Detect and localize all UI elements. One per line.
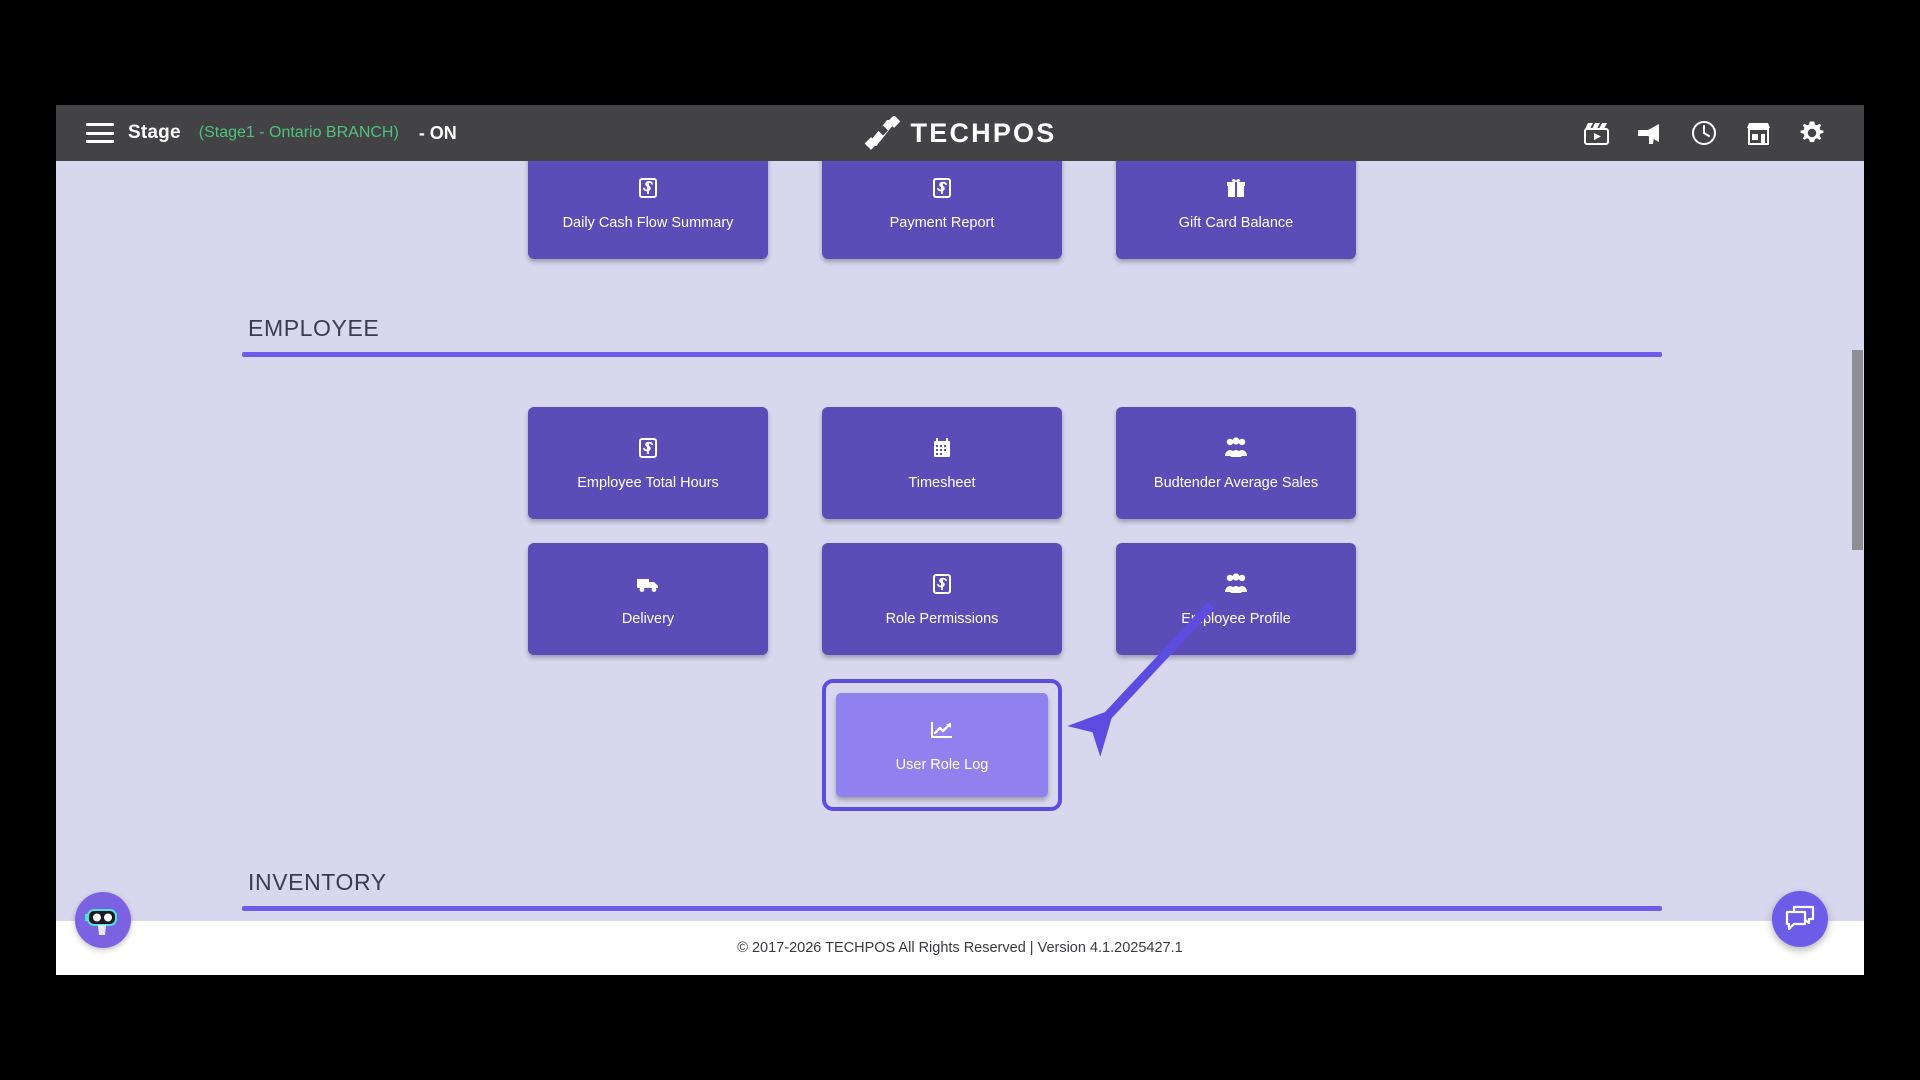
stage-label: Stage (128, 122, 181, 143)
vertical-scrollbar-thumb[interactable] (1852, 350, 1863, 550)
users-icon (1224, 571, 1248, 597)
money-bill-icon (930, 571, 954, 597)
calendar-icon (932, 435, 952, 461)
tile-user-role-log[interactable]: User Role Log (836, 693, 1048, 797)
tile-label: User Role Log (895, 756, 989, 773)
clapperboard-icon[interactable] (1582, 119, 1610, 147)
top-navigation-bar: Stage (Stage1 - Ontario BRANCH) - ON TEC… (56, 105, 1864, 161)
tile-gift-card-balance[interactable]: Gift Card Balance (1116, 161, 1356, 259)
section-title: EMPLOYEE (248, 315, 380, 341)
chat-button[interactable] (1772, 891, 1828, 947)
section-divider (242, 906, 1662, 911)
section-divider (242, 352, 1662, 357)
page-scroll-area[interactable]: Daily Cash Flow Summary Payment Report (56, 161, 1864, 921)
province-label: - ON (418, 122, 457, 143)
store-icon[interactable] (1744, 119, 1772, 147)
tile-label: Delivery (621, 610, 675, 627)
tile-grid-employee: Employee Total Hours (522, 407, 1362, 811)
tile-label: Gift Card Balance (1178, 214, 1294, 231)
money-bill-icon (636, 175, 660, 201)
section-header-employee: EMPLOYEE (232, 311, 1662, 357)
logo-text: TECHPOS (910, 117, 1057, 148)
dashboard-content: Daily Cash Flow Summary Payment Report (56, 161, 1828, 921)
tile-daily-cash-flow-summary[interactable]: Daily Cash Flow Summary (528, 161, 768, 259)
tile-label: Timesheet (908, 474, 976, 491)
tile-user-role-log-focus-ring: User Role Log (822, 679, 1062, 811)
tile-label: Employee Total Hours (577, 474, 719, 491)
section-header-inventory: INVENTORY (232, 865, 1662, 911)
tile-label: Employee Profile (1181, 610, 1291, 627)
tile-role-permissions[interactable]: Role Permissions (822, 543, 1062, 655)
topbar-icon-group (1582, 119, 1826, 147)
tile-employee-total-hours[interactable]: Employee Total Hours (528, 407, 768, 519)
truck-icon (636, 571, 660, 597)
tile-delivery[interactable]: Delivery (528, 543, 768, 655)
application-window: Stage (Stage1 - Ontario BRANCH) - ON TEC… (56, 105, 1864, 975)
bot-assistant-button[interactable] (75, 892, 131, 948)
tile-budtender-average-sales[interactable]: Budtender Average Sales (1116, 407, 1356, 519)
tile-label: Daily Cash Flow Summary (562, 214, 734, 231)
money-bill-icon (636, 435, 660, 461)
techpos-mark-icon (864, 116, 901, 150)
tile-label: Role Permissions (885, 610, 999, 627)
chat-bubbles-icon (1785, 905, 1815, 931)
chart-line-icon (930, 717, 954, 743)
tile-label: Payment Report (889, 214, 995, 231)
megaphone-icon[interactable] (1636, 119, 1664, 147)
footer-copyright-text: © 2017-2026 TECHPOS All Rights Reserved … (737, 940, 1183, 956)
branch-label: (Stage1 - Ontario BRANCH) (198, 124, 399, 141)
topbar-left-group: Stage (Stage1 - Ontario BRANCH) - ON (86, 122, 457, 144)
users-icon (1224, 435, 1248, 461)
app-logo[interactable]: TECHPOS (864, 116, 1057, 150)
bot-assistant-icon (85, 909, 117, 935)
gear-icon[interactable] (1798, 119, 1826, 147)
clock-icon[interactable] (1690, 119, 1718, 147)
tile-timesheet[interactable]: Timesheet (822, 407, 1062, 519)
tile-grid-top-partial: Daily Cash Flow Summary Payment Report (522, 161, 1362, 259)
tile-label: Budtender Average Sales (1153, 474, 1319, 491)
tile-employee-profile[interactable]: Employee Profile (1116, 543, 1356, 655)
money-bill-icon (930, 175, 954, 201)
gift-icon (1226, 175, 1246, 201)
tile-payment-report[interactable]: Payment Report (822, 161, 1062, 259)
page-footer: © 2017-2026 TECHPOS All Rights Reserved … (56, 921, 1864, 975)
hamburger-menu-icon[interactable] (86, 123, 114, 143)
section-title: INVENTORY (248, 869, 387, 895)
